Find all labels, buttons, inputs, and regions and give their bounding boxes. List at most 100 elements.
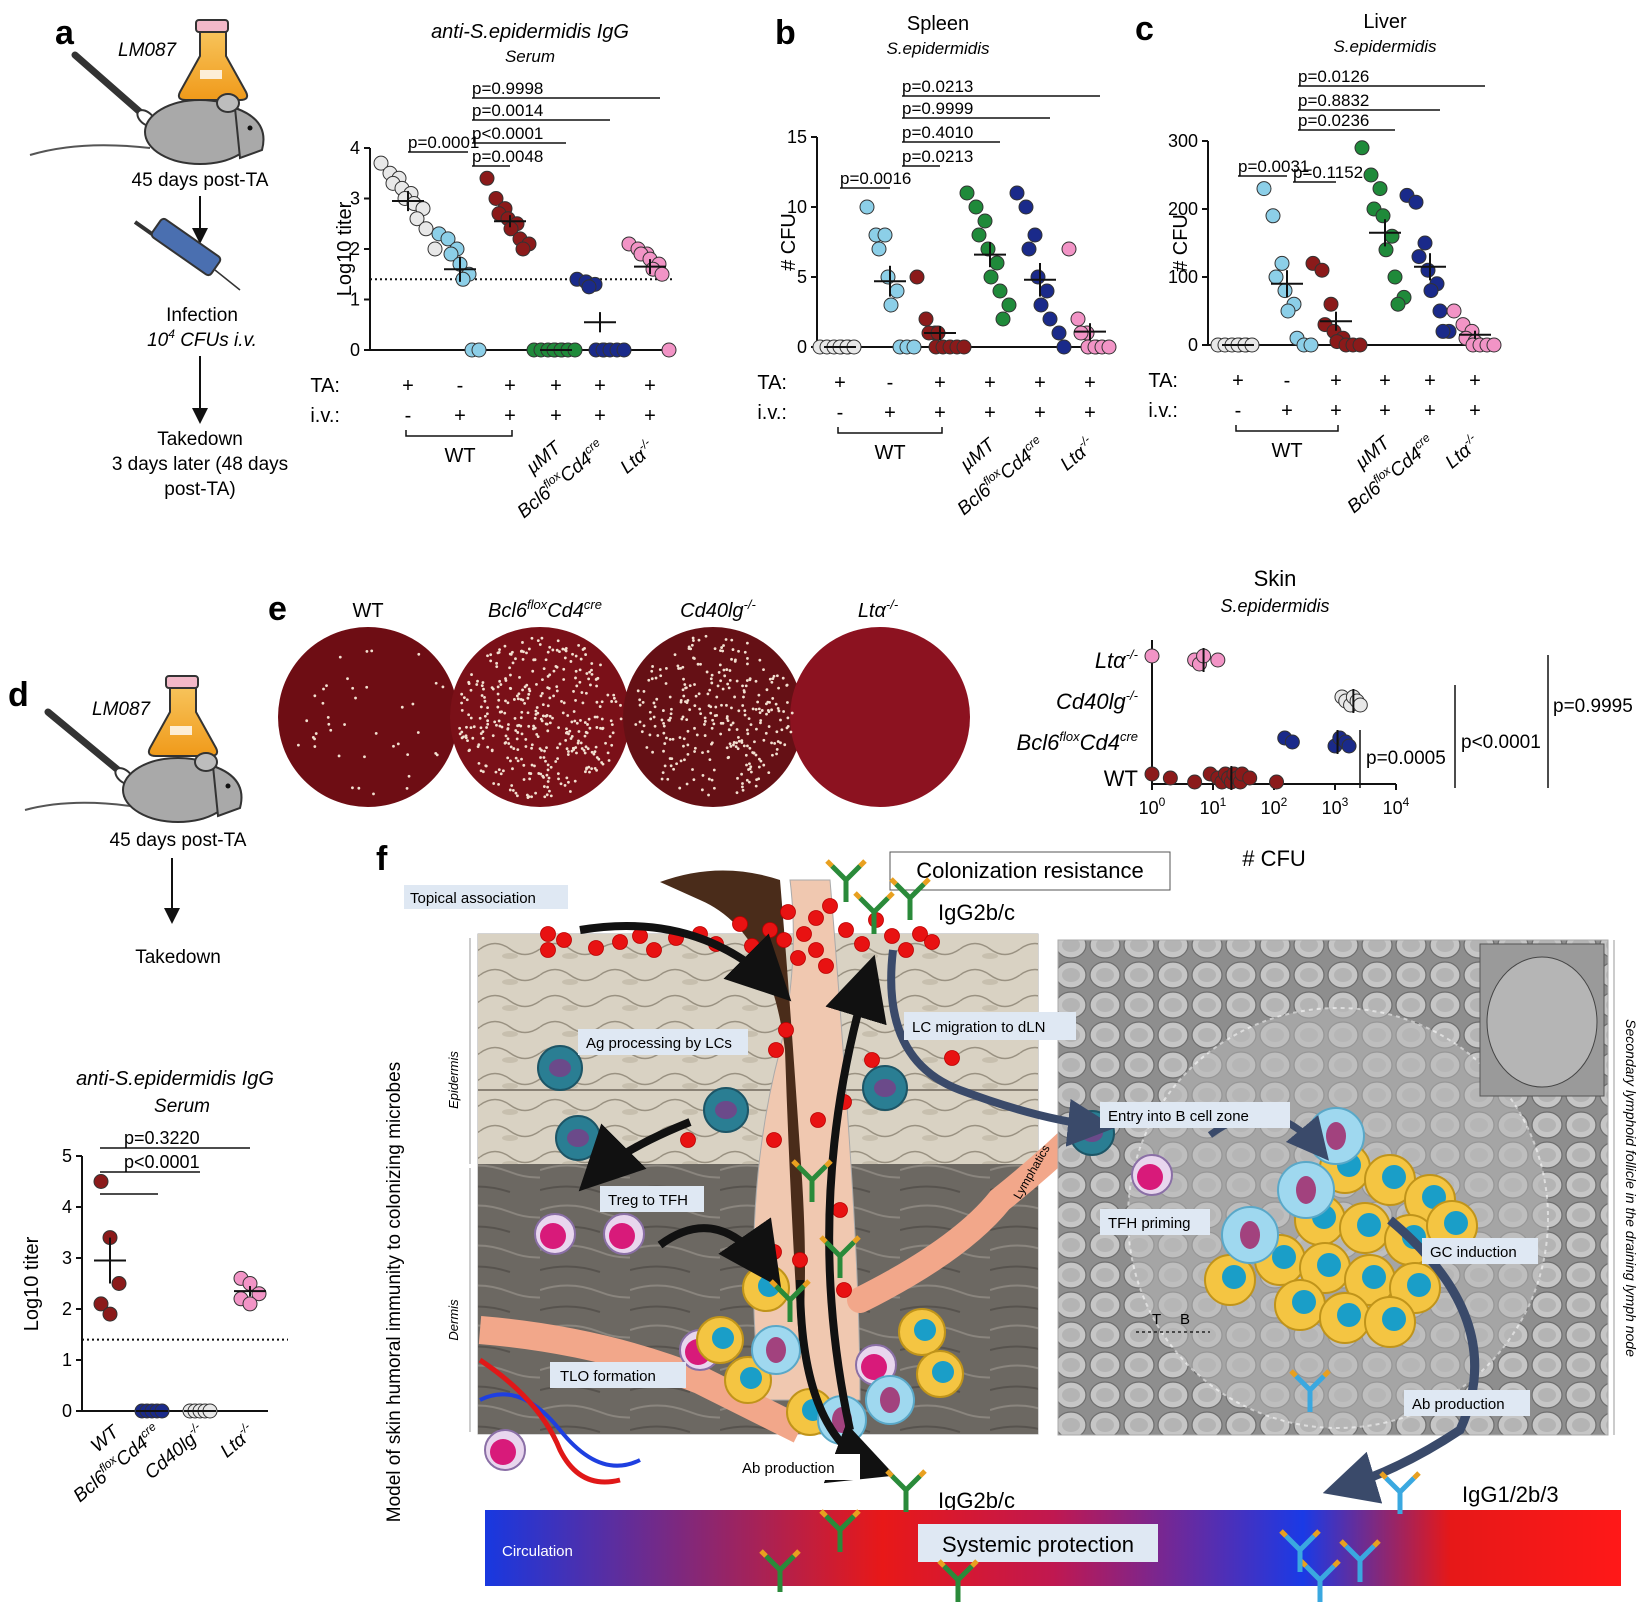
colony [727,755,731,759]
colony [561,647,565,651]
p-value-label: p=0.8832 [1298,91,1369,110]
label-tfh-priming: TFH priming [1100,1209,1210,1235]
colony [503,644,507,648]
colony [313,737,316,741]
cell-nucleus [1407,1273,1431,1297]
cell-nucleus [1357,1213,1381,1237]
colony [679,700,683,704]
colony [668,738,672,741]
iv-sign: + [594,405,606,427]
colony [775,747,779,751]
colony [351,686,355,690]
colony [701,774,705,777]
colony [484,764,488,768]
colony [583,734,587,738]
colony [722,644,725,647]
colony [710,681,714,685]
plate-cd40 [623,627,803,807]
colony [516,748,520,752]
colony [779,741,782,745]
p-value-label: p=0.4010 [902,123,973,142]
colony [675,762,678,766]
ta-sign: + [1330,370,1342,392]
colony [725,703,728,707]
colony [539,756,542,759]
colony [548,696,552,700]
colony [648,733,652,737]
colony [549,765,553,769]
colony [539,694,543,698]
y-tick-label: 2 [350,239,360,259]
colony [735,741,738,745]
colony [568,729,572,733]
colony [712,786,716,790]
colony [482,687,485,691]
colony [518,675,521,679]
colony [688,684,692,688]
iv-sign: + [1281,400,1293,422]
colony [346,677,349,681]
data-point [581,279,597,295]
data-point [418,221,434,237]
colony [527,692,531,696]
colony [607,759,611,762]
colony [690,643,694,647]
colony [680,717,684,721]
colony [539,772,543,776]
data-point [1210,652,1226,668]
colony [681,665,685,669]
colony [638,703,642,707]
data-point [1341,738,1357,754]
colony [501,769,505,773]
colony [691,636,695,640]
colony [741,782,744,785]
colony [721,721,725,725]
colony [405,787,409,790]
colony [548,789,551,793]
svg-text:Entry into B cell zone: Entry into B cell zone [1108,1108,1249,1125]
data-point [1390,296,1406,312]
colony [771,697,775,700]
colony [562,701,566,705]
antibody-icon [759,1549,801,1592]
colony [775,752,778,756]
colony [548,645,552,649]
colony [527,647,531,651]
colony [728,742,732,746]
cell-nucleus [914,1319,936,1341]
data-point [1039,283,1055,299]
colony [489,659,493,663]
data-point [1432,303,1448,319]
label-entry: Entry into B cell zone [1100,1102,1290,1128]
colony [678,736,682,739]
colony [481,681,485,684]
colony [754,784,758,788]
colony [768,700,771,704]
colony [590,750,594,754]
colony [713,647,717,651]
data-point [1411,249,1427,265]
cell-nucleus [1222,1265,1246,1289]
colony [592,752,596,756]
colony [321,701,325,705]
data-point [959,185,975,201]
svg-text:TFH priming: TFH priming [1108,1215,1191,1232]
data-point [1269,774,1285,790]
colony [652,701,656,705]
data-point [1051,325,1067,341]
colony [529,772,533,775]
colony [597,757,601,761]
mouse-icon [24,752,243,823]
colony [411,702,415,706]
colony [759,719,763,722]
lymph-node-inset-organ [1486,956,1598,1088]
cell-nucleus [1240,1221,1260,1249]
label-lc-migration: LC migration to dLN [904,1012,1076,1040]
data-point [1323,296,1339,312]
bacterium [790,950,806,966]
svg-text:Ab production: Ab production [1412,1396,1505,1413]
chart-c-subtitle: S.epidermidis [1334,37,1437,56]
colony [462,696,466,700]
